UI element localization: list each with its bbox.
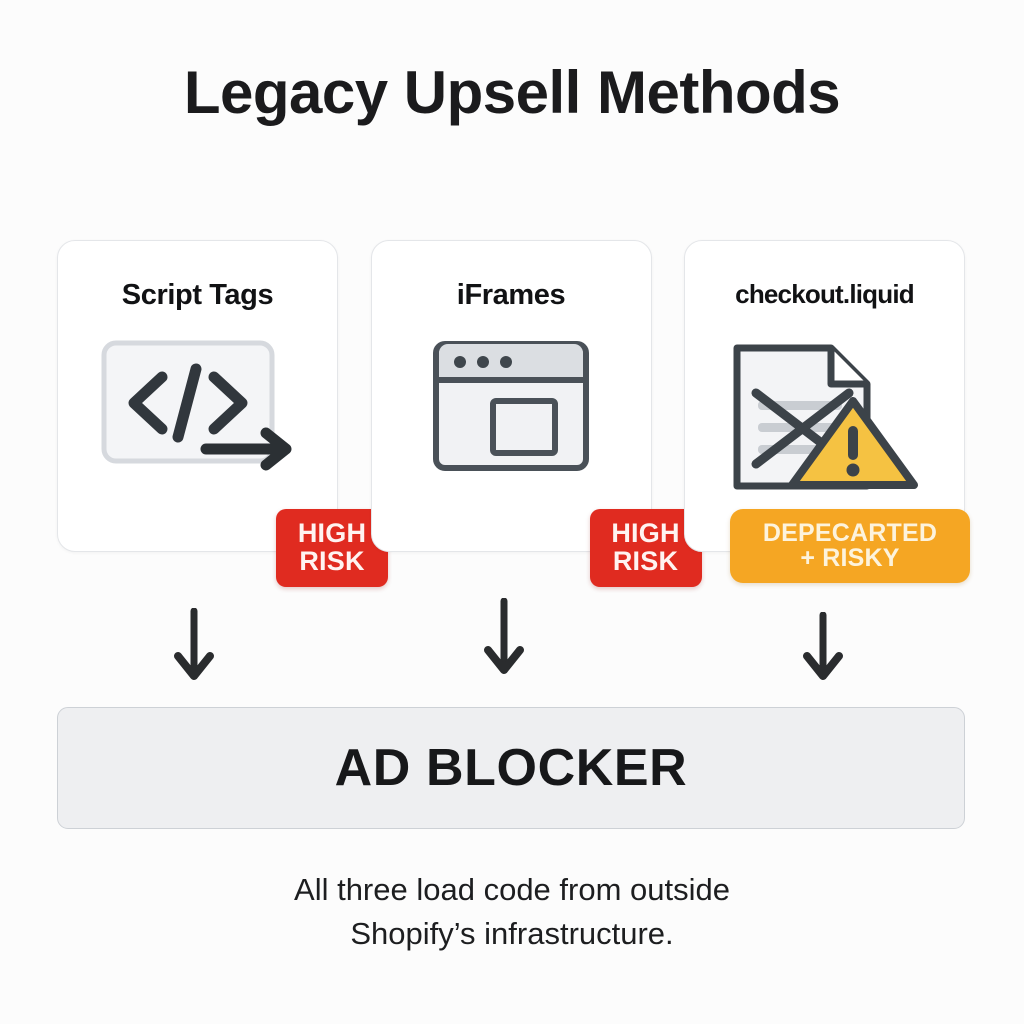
status-badge-high-risk: HIGH RISK — [589, 509, 702, 587]
method-card-checkout-liquid[interactable]: checkout.liquid DEPECARTED + RISKY — [684, 240, 970, 583]
status-badge-deprecated-risky: DEPECARTED + RISKY — [730, 509, 970, 583]
method-card-script-tags[interactable]: Script Tags HIGH RISK — [57, 240, 388, 587]
ad-blocker-bar: AD BLOCKER — [57, 707, 965, 829]
card-title-iframes: iFrames — [456, 279, 566, 311]
page-title: Legacy Upsell Methods — [183, 59, 841, 126]
ad-blocker-label: AD BLOCKER — [334, 739, 688, 797]
code-brackets-icon — [100, 339, 296, 480]
arrow-down-script-tags — [173, 607, 215, 689]
badge-line-1: HIGH — [297, 518, 367, 549]
arrow-down-iframes — [483, 597, 525, 683]
badge-line-2: RISK — [612, 546, 679, 576]
arrow-down-checkout-liquid — [802, 611, 844, 689]
browser-window-icon — [431, 339, 591, 478]
status-badge-high-risk: HIGH RISK — [276, 509, 388, 587]
badge-line-1: HIGH — [611, 518, 680, 549]
badge-line-1: DEPECARTED — [762, 518, 938, 547]
card-title-checkout-liquid: checkout.liquid — [735, 279, 914, 309]
method-card-row: Script Tags HIGH RISK iFrames — [57, 240, 970, 587]
caption: All three load code from outside Shopify… — [0, 868, 1024, 956]
caption-line-2: Shopify’s infrastructure. — [350, 916, 674, 952]
method-card-iframes[interactable]: iFrames HIGH RISK — [370, 240, 702, 587]
card-title-script-tags: Script Tags — [121, 279, 274, 311]
badge-line-2: RISK — [299, 546, 365, 576]
caption-line-1: All three load code from outside — [294, 872, 730, 907]
badge-line-2: + RISKY — [800, 544, 900, 572]
document-crossed-out-warning-icon — [725, 339, 925, 500]
